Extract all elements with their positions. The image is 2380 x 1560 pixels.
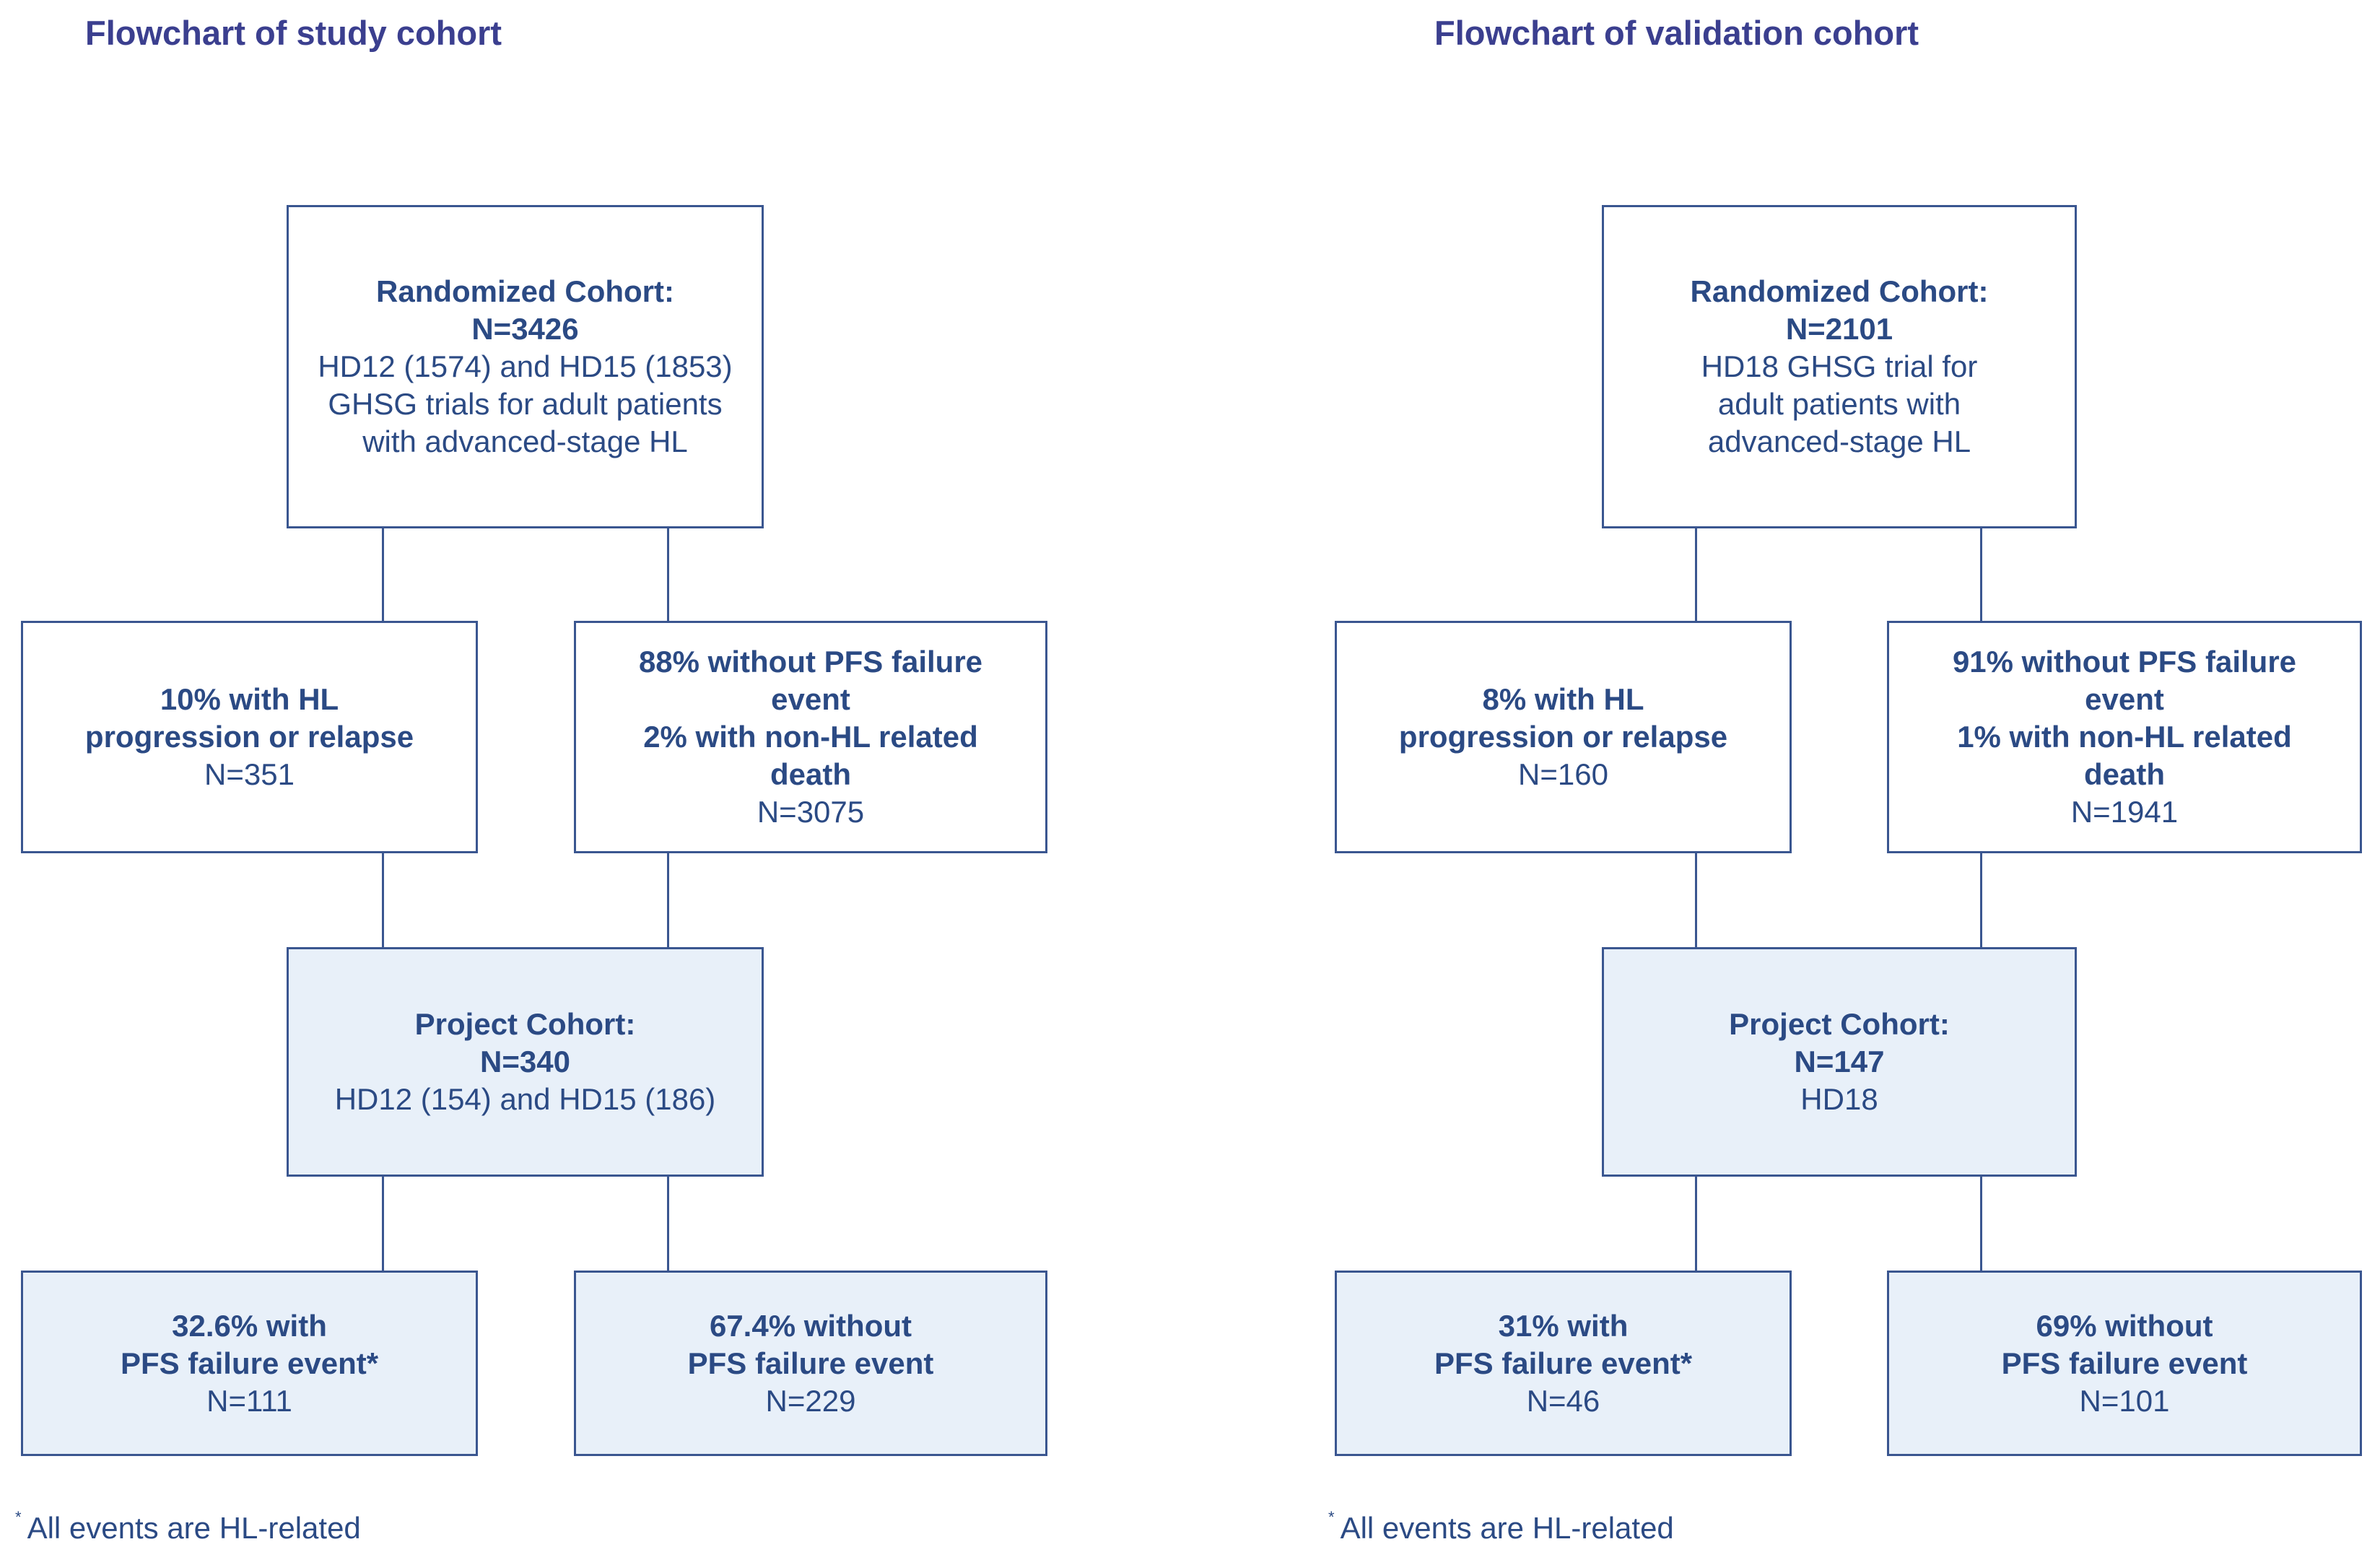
connector-line — [382, 528, 384, 621]
box-text-line: HD12 (1574) and HD15 (1853) — [318, 349, 733, 383]
box-text-line: death — [2083, 757, 2165, 791]
box-text-line: death — [770, 757, 851, 791]
box-text-line: Project Cohort: — [414, 1007, 636, 1041]
box-text-line: 32.6% with — [172, 1308, 327, 1343]
box-text-line: 2% with non-HL related — [643, 720, 978, 754]
connector-line — [1980, 1177, 1982, 1271]
connector-line — [1980, 528, 1982, 621]
box-text-line: PFS failure event — [2001, 1346, 2248, 1380]
box-text-line: progression or relapse — [84, 720, 414, 754]
box-text-line: N=147 — [1794, 1045, 1885, 1079]
box-text-line: 31% with — [1498, 1308, 1629, 1343]
connector-line — [667, 1177, 669, 1271]
box-text-line: HD18 — [1800, 1082, 1878, 1116]
box-text-line: progression or relapse — [1398, 720, 1728, 754]
footnote: * All events are HL-related — [1328, 1508, 1674, 1546]
connector-line — [382, 853, 384, 947]
box-text-line: N=229 — [765, 1383, 856, 1418]
connector-line — [667, 528, 669, 621]
box-text-line: 8% with HL — [1482, 682, 1644, 716]
panel-title: Flowchart of study cohort — [85, 14, 502, 52]
box-text-line: adult patients with — [1717, 387, 1961, 421]
box-text-line: Randomized Cohort: — [1690, 274, 1989, 308]
box-text-line: PFS failure event* — [120, 1346, 379, 1380]
box-text-line: Randomized Cohort: — [376, 274, 674, 308]
panel-title: Flowchart of validation cohort — [1434, 14, 1919, 52]
box-text-line: 91% without PFS failure — [1952, 645, 2297, 679]
box-text-line: advanced-stage HL — [1707, 424, 1971, 458]
box-text-line: N=340 — [480, 1045, 570, 1079]
box-text-line: N=46 — [1526, 1383, 1600, 1418]
connector-line — [667, 853, 669, 947]
footnote-text: All events are HL-related — [27, 1511, 361, 1545]
connector-line — [382, 1177, 384, 1271]
box-text-line: PFS failure event — [687, 1346, 934, 1380]
box-text-line: N=351 — [204, 757, 295, 791]
box-text-line: 10% with HL — [160, 682, 339, 716]
box-text-line: HD12 (154) and HD15 (186) — [334, 1082, 716, 1116]
box-text-line: HD18 GHSG trial for — [1701, 349, 1978, 383]
footnote: * All events are HL-related — [15, 1508, 361, 1546]
box-text-line: event — [2085, 682, 2164, 716]
box-text-line: event — [771, 682, 850, 716]
box-text-line: 67.4% without — [709, 1308, 912, 1343]
box-text-line: N=3075 — [757, 795, 865, 829]
box-text-line: 88% without PFS failure — [638, 645, 983, 679]
box-text-line: N=160 — [1518, 757, 1608, 791]
box-text-line: 69% without — [2036, 1308, 2213, 1343]
footnote-text: All events are HL-related — [1340, 1511, 1674, 1545]
footnote-mark: * — [1328, 1508, 1335, 1526]
box-text-line: N=2101 — [1785, 312, 1893, 346]
box-text-line: with advanced-stage HL — [362, 424, 688, 458]
box-text-line: N=1941 — [2070, 795, 2179, 829]
connector-line — [1980, 853, 1982, 947]
box-text-line: PFS failure event* — [1434, 1346, 1693, 1380]
footnote-mark: * — [15, 1508, 22, 1526]
box-text-line: GHSG trials for adult patients — [328, 387, 723, 421]
box-text-line: 1% with non-HL related — [1957, 720, 2292, 754]
connector-line — [1695, 1177, 1697, 1271]
box-text-line: N=101 — [2079, 1383, 2170, 1418]
connector-line — [1695, 528, 1697, 621]
connector-line — [1695, 853, 1697, 947]
box-text-line: N=111 — [206, 1383, 292, 1418]
box-text-line: Project Cohort: — [1729, 1007, 1950, 1041]
box-text-line: N=3426 — [471, 312, 579, 346]
